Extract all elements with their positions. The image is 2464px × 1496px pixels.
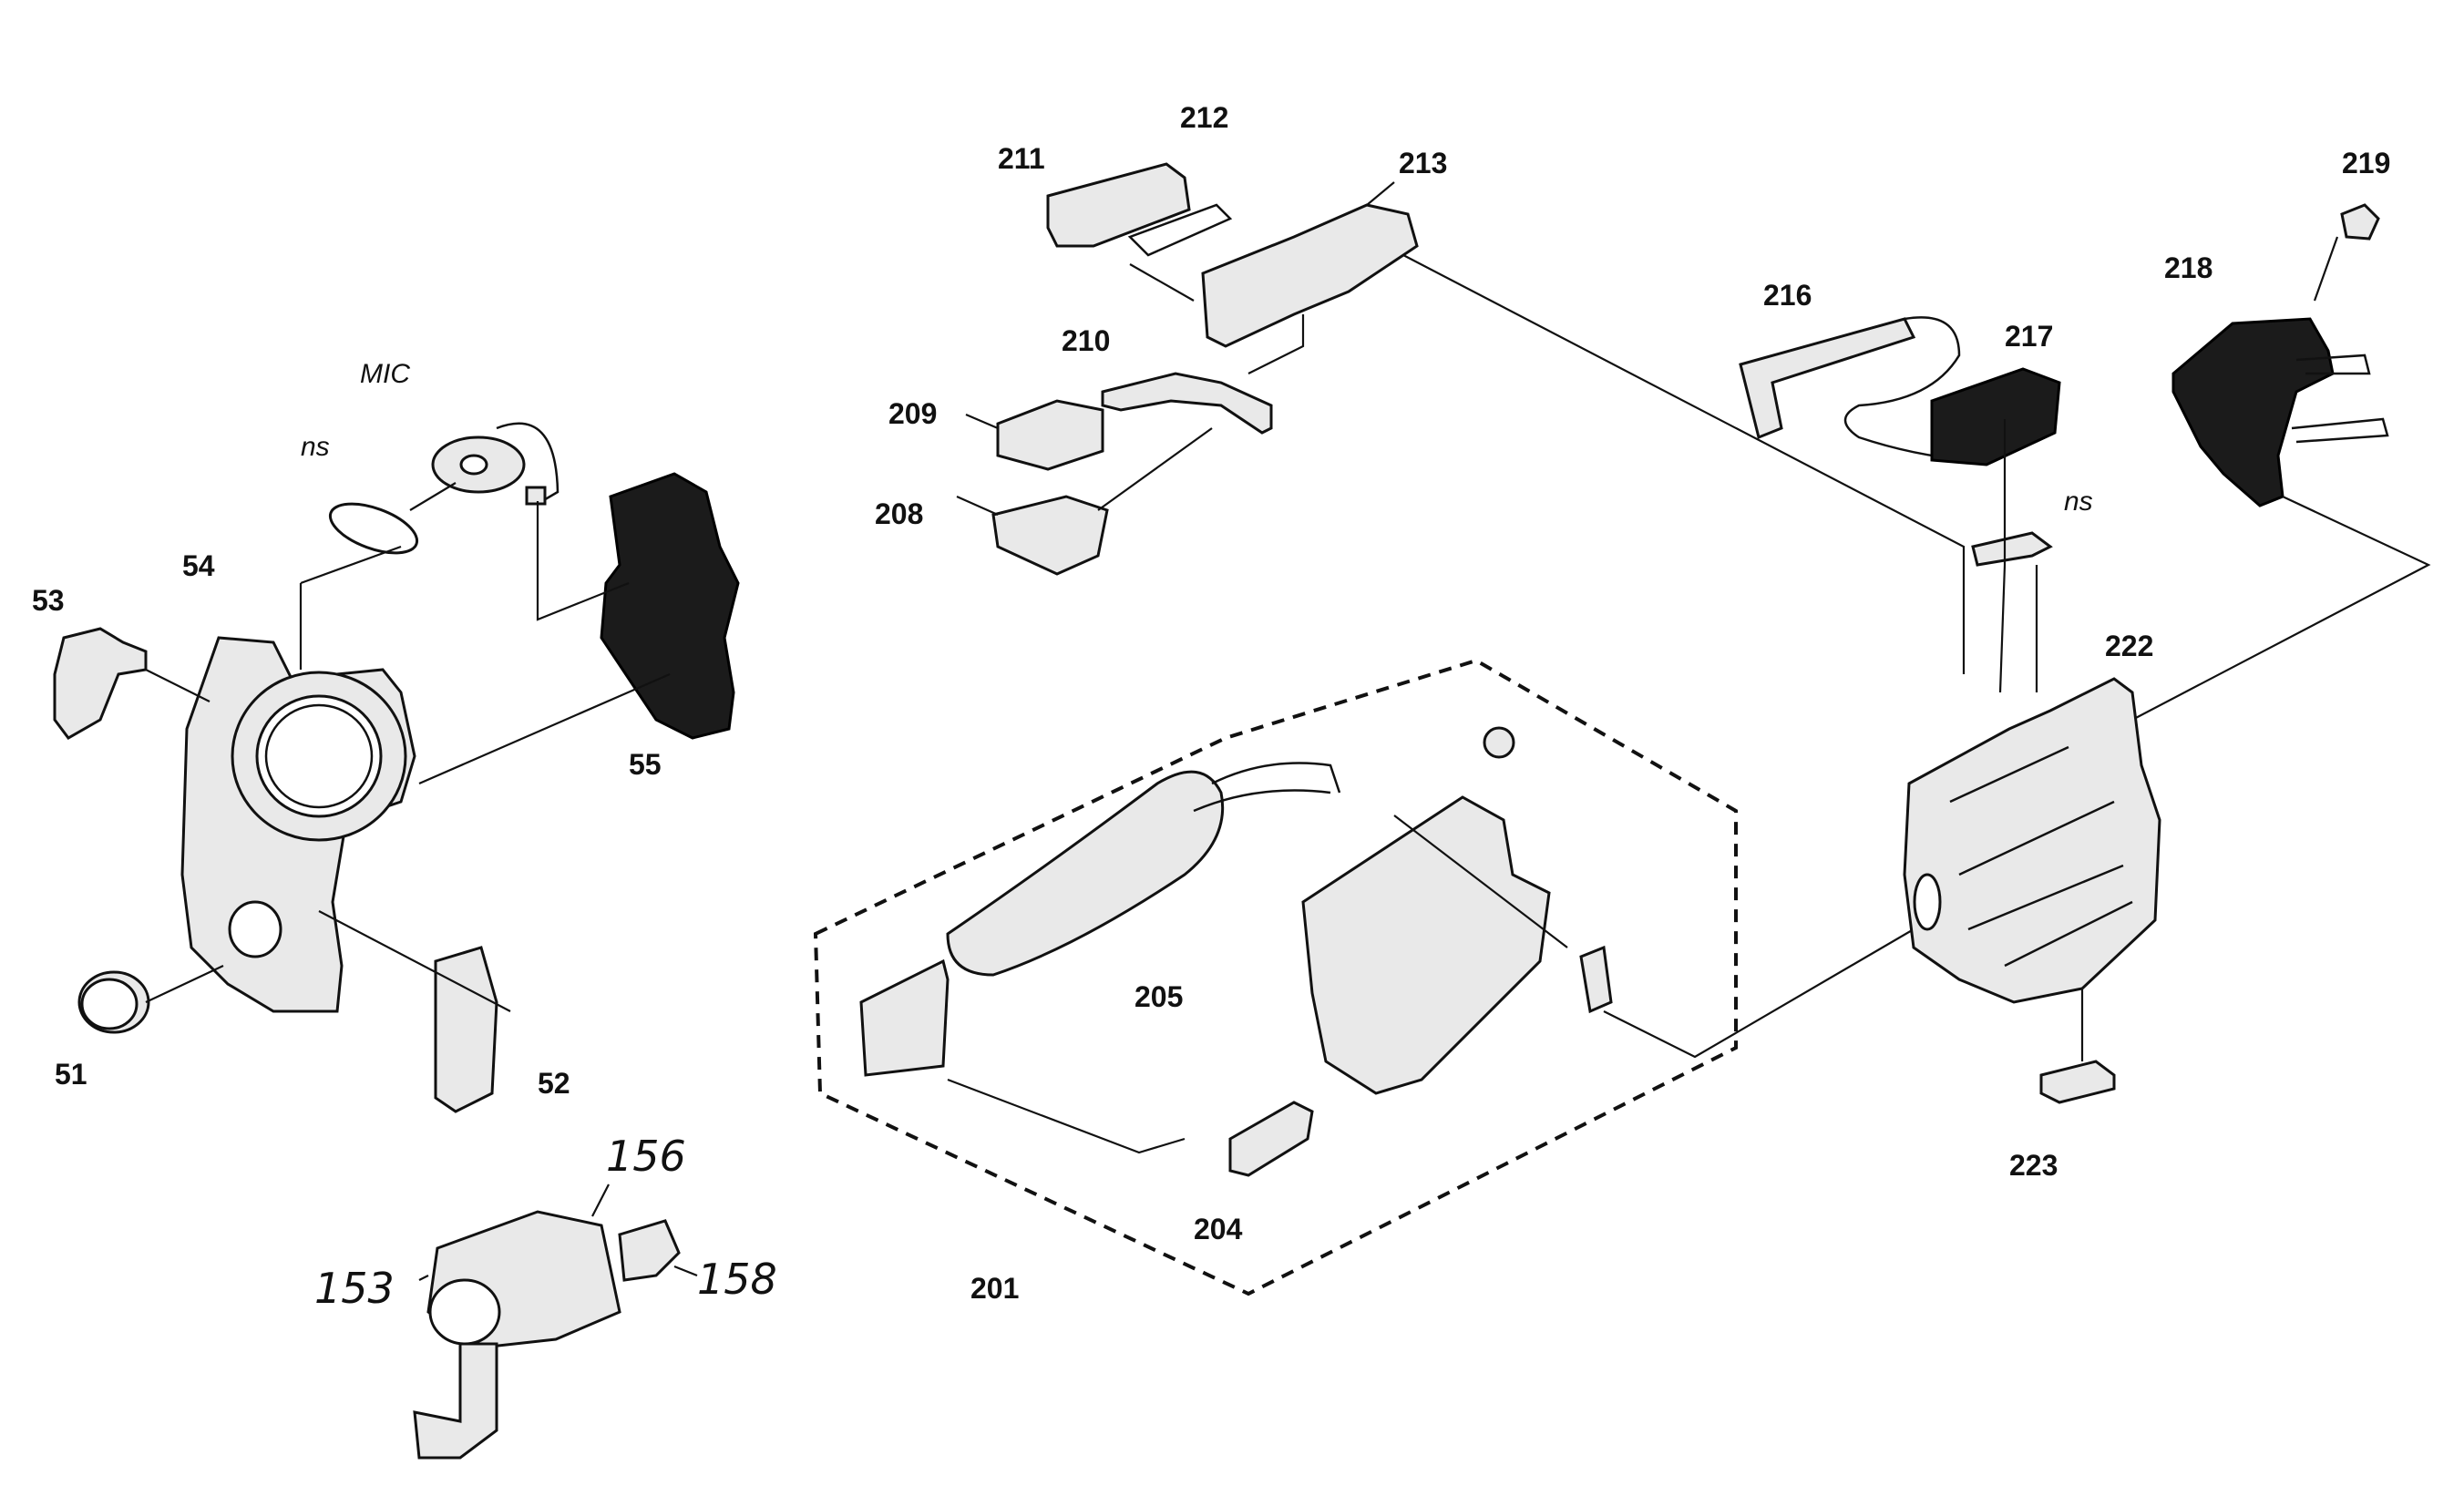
- ns-spacer-right: [1971, 531, 2053, 567]
- top-sub-assembly: [956, 162, 1966, 674]
- label-217: 217: [2005, 320, 2053, 353]
- label-212: 212: [1180, 101, 1228, 134]
- label-205: 205: [1134, 980, 1183, 1013]
- main-chassis-assembly: [1903, 677, 2161, 1104]
- lens-block-assembly: [413, 1183, 698, 1460]
- label-216: 216: [1763, 279, 1812, 312]
- label-204: 204: [1194, 1213, 1243, 1245]
- label-223: 223: [2009, 1149, 2058, 1182]
- grip-frame: [1301, 795, 1551, 1095]
- label-201: 201: [970, 1272, 1019, 1305]
- part-212-strip: [1127, 203, 1233, 257]
- part-205-strap-loop: [1193, 762, 1341, 813]
- part-211-bracket: [1046, 162, 1191, 248]
- grip-connector: [1579, 945, 1613, 1014]
- part-205-strap-end: [859, 958, 950, 1077]
- grip-assembly-201: [813, 658, 1915, 1296]
- cabinet-lower-opening: [228, 900, 282, 958]
- grip-screw: [1483, 726, 1515, 759]
- label-219: 219: [2342, 147, 2390, 179]
- front-cover-assembly: [53, 422, 740, 1113]
- part-55-circuit-board: [600, 472, 740, 740]
- part-218-switch-block: [2171, 317, 2335, 507]
- lens-ring-inner: [255, 694, 383, 818]
- mic-assembly: [431, 422, 560, 506]
- label-ns-right: ns: [2064, 487, 2093, 517]
- mic-wire: [496, 422, 560, 503]
- mic-capsule-hole: [459, 454, 488, 476]
- label-mic: MIC: [360, 359, 410, 389]
- lens-ring-inner2: [264, 703, 374, 809]
- ns-gasket-left: [328, 502, 419, 555]
- label-52: 52: [538, 1067, 570, 1100]
- part-209-holder: [996, 399, 1104, 471]
- part-223-plate: [2039, 1060, 2116, 1104]
- label-156: 156: [606, 1132, 686, 1181]
- part-204-bracket: [1228, 1101, 1314, 1177]
- label-153: 153: [314, 1264, 395, 1313]
- part-51-lens-cap-face: [80, 978, 139, 1030]
- part-208-plate: [991, 495, 1109, 576]
- part-219-clip: [2340, 203, 2380, 241]
- part-210-flex: [1101, 372, 1273, 435]
- label-211: 211: [998, 142, 1045, 175]
- part-213-frame: [1201, 203, 1419, 348]
- label-209: 209: [888, 397, 937, 430]
- label-ns-left: ns: [301, 432, 330, 462]
- chassis-hole: [1913, 873, 1942, 931]
- label-51: 51: [55, 1058, 87, 1091]
- part-53-side-cap: [53, 627, 148, 740]
- label-208: 208: [875, 497, 923, 530]
- lens-block-ribbon: [413, 1342, 498, 1460]
- lens-block-flex: [618, 1219, 681, 1282]
- part-205-grip-pad: [946, 770, 1225, 977]
- label-213: 213: [1399, 147, 1447, 179]
- part-216-flex: [1739, 317, 1916, 440]
- label-53: 53: [32, 584, 65, 617]
- part-217-circuit-board: [1930, 367, 2061, 466]
- label-222: 222: [2105, 630, 2153, 662]
- label-218: 218: [2164, 251, 2212, 284]
- right-top-assembly: [1739, 203, 2431, 721]
- part-52-cover-strip: [434, 946, 498, 1113]
- label-55: 55: [629, 748, 662, 781]
- part-labels: 51 52 53 54 55 MIC ns 153 156 158 201 20…: [32, 101, 2390, 1313]
- group-201-boundary: [813, 658, 1738, 1296]
- lens-block-front: [428, 1278, 501, 1346]
- label-158: 158: [697, 1255, 777, 1304]
- label-210: 210: [1062, 324, 1110, 357]
- mic-connector: [525, 486, 547, 506]
- label-54: 54: [182, 549, 215, 582]
- chassis-detail: [1949, 745, 2133, 968]
